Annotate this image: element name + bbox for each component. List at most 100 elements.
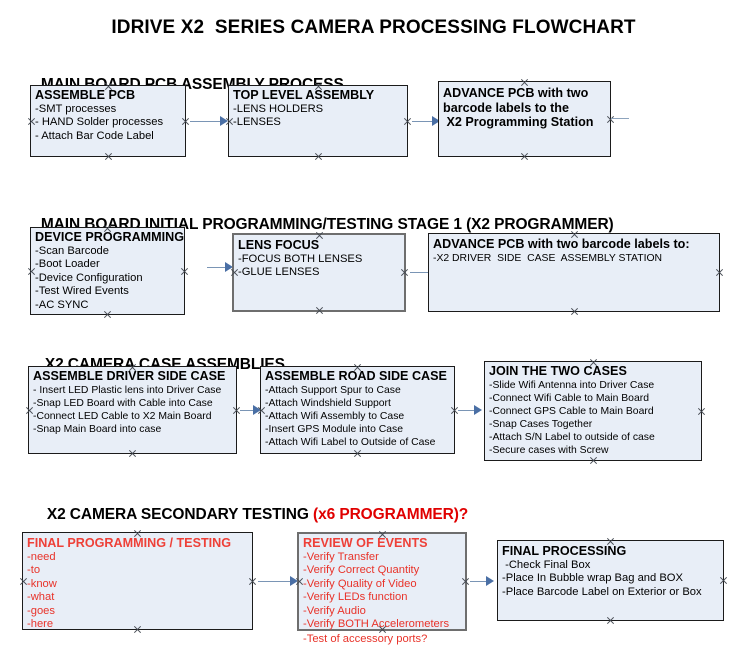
node-body: -Verify Transfer -Verify Correct Quantit… bbox=[303, 551, 463, 633]
node-line: -need bbox=[27, 550, 56, 563]
node-line: -Attach Windshield Support bbox=[265, 397, 391, 409]
node-device-programming[interactable]: DEVICE PROGRAMMING -Scan Barcode -Boot L… bbox=[30, 227, 185, 315]
node-title: ADVANCE PCB with two barcode labels to: bbox=[433, 237, 690, 251]
node-body: -SMT processes - HAND Solder processes -… bbox=[35, 103, 183, 144]
node-title: FINAL PROCESSING bbox=[502, 544, 627, 558]
node-line: -Test Wired Events bbox=[35, 285, 129, 298]
node-final-processing[interactable]: FINAL PROCESSING -Check Final Box -Place… bbox=[497, 540, 724, 621]
arrow-head-icon bbox=[486, 576, 494, 586]
node-title-line-3: X2 Programming Station bbox=[443, 115, 594, 129]
resize-handle-bottom[interactable] bbox=[315, 306, 324, 315]
node-line: -Secure cases with Screw bbox=[489, 444, 609, 456]
connector-assemble-pcb-to-top-level-assembly bbox=[190, 116, 228, 126]
connector-shaft bbox=[240, 409, 254, 412]
node-body: -X2 DRIVER SIDE CASE ASSEMBLY STATION bbox=[433, 252, 717, 265]
node-title: ASSEMBLE DRIVER SIDE CASE bbox=[33, 369, 226, 383]
node-line: -Connect GPS Cable to Main Board bbox=[489, 405, 654, 417]
node-line: -Verify Correct Quantity bbox=[303, 564, 420, 577]
node-advance-pcb-driver-side-case[interactable]: ADVANCE PCB with two barcode labels to: … bbox=[428, 233, 720, 312]
node-lens-focus[interactable]: LENS FOCUS -FOCUS BOTH LENSES -GLUE LENS… bbox=[232, 233, 406, 312]
node-join-the-two-cases[interactable]: JOIN THE TWO CASES -Slide Wifi Antenna i… bbox=[484, 361, 702, 461]
node-line: -Verify LEDs function bbox=[303, 591, 408, 604]
node-body: -Slide Wifi Antenna into Driver Case -Co… bbox=[489, 379, 699, 457]
node-advance-pcb-x2-programming-station[interactable]: ADVANCE PCB with two barcode labels to t… bbox=[438, 81, 611, 157]
node-line: -LENS HOLDERS bbox=[233, 102, 324, 115]
node-line: -SMT processes bbox=[35, 102, 117, 115]
section-heading-x2-camera-secondary-testing: X2 CAMERA SECONDARY TESTING (x6 PROGRAMM… bbox=[30, 488, 468, 542]
node-line: -Check Final Box bbox=[502, 558, 591, 571]
resize-handle-bottom[interactable] bbox=[589, 456, 598, 465]
node-body: -LENS HOLDERS -LENSES bbox=[233, 103, 405, 130]
node-line: -to bbox=[27, 564, 41, 577]
node-title: FINAL PROGRAMMING / TESTING bbox=[27, 536, 232, 550]
node-line: -Slide Wifi Antenna into Driver Case bbox=[489, 379, 655, 391]
node-line: -Device Configuration bbox=[35, 271, 143, 284]
node-assemble-driver-side-case[interactable]: ASSEMBLE DRIVER SIDE CASE - Insert LED P… bbox=[28, 366, 237, 454]
resize-handle-right[interactable] bbox=[715, 268, 724, 277]
node-line: -AC SYNC bbox=[35, 298, 89, 311]
arrow-head-icon bbox=[474, 405, 482, 415]
resize-handle-bottom[interactable] bbox=[314, 152, 323, 161]
node-line: -LENSES bbox=[233, 116, 281, 129]
node-line: -Attach S/N Label to outside of case bbox=[489, 431, 655, 443]
resize-handle-bottom[interactable] bbox=[128, 449, 137, 458]
node-title: DEVICE PROGRAMMING bbox=[35, 230, 185, 244]
resize-handle-bottom[interactable] bbox=[104, 152, 113, 161]
node-line: -Verify Transfer bbox=[303, 550, 379, 563]
connector-shaft bbox=[470, 580, 487, 583]
node-body: -Check Final Box -Place In Bubble wrap B… bbox=[502, 559, 721, 600]
node-line: -Place Barcode Label on Exterior or Box bbox=[502, 585, 702, 598]
connector-shaft bbox=[258, 580, 291, 583]
node-line: -Verify Audio bbox=[303, 604, 366, 617]
node-body: - Insert LED Plastic lens into Driver Ca… bbox=[33, 384, 234, 436]
page-title: IDRIVE X2 SERIES CAMERA PROCESSING FLOWC… bbox=[111, 17, 636, 38]
resize-handle-bottom[interactable] bbox=[520, 152, 529, 161]
node-assemble-pcb[interactable]: ASSEMBLE PCB -SMT processes - HAND Solde… bbox=[30, 85, 186, 157]
node-line: -Snap Cases Together bbox=[489, 418, 593, 430]
node-line: -Snap LED Board with Cable into Case bbox=[33, 397, 213, 409]
connector-stub bbox=[611, 118, 629, 120]
node-line: - HAND Solder processes bbox=[35, 116, 164, 129]
node-line: -Verify Quality of Video bbox=[303, 577, 417, 590]
node-title: JOIN THE TWO CASES bbox=[489, 364, 627, 378]
node-line: -Boot Loader bbox=[35, 258, 100, 271]
node-title: ASSEMBLE PCB bbox=[35, 88, 136, 102]
node-line: -Place In Bubble wrap Bag and BOX bbox=[502, 572, 683, 585]
section-heading-accent: (x6 PROGRAMMER)? bbox=[313, 506, 469, 523]
node-line: -Scan Barcode bbox=[35, 244, 110, 257]
node-assemble-road-side-case[interactable]: ASSEMBLE ROAD SIDE CASE -Attach Support … bbox=[260, 366, 455, 454]
connector-road-case-to-join-cases bbox=[458, 405, 482, 415]
connector-shaft bbox=[190, 120, 221, 123]
node-line: -what bbox=[27, 591, 55, 604]
node-line: -Insert GPS Module into Case bbox=[265, 423, 404, 435]
node-line: -X2 DRIVER SIDE CASE ASSEMBLY STATION bbox=[433, 252, 663, 264]
node-line: - Attach Bar Code Label bbox=[35, 129, 154, 142]
connector-device-programming-to-lens-focus bbox=[207, 262, 233, 272]
node-line: -know bbox=[27, 577, 57, 590]
resize-handle-bottom[interactable] bbox=[570, 307, 579, 316]
node-line: -here bbox=[27, 618, 54, 631]
connector-review-of-events-to-final-processing bbox=[470, 576, 494, 586]
resize-handle-bottom[interactable] bbox=[606, 616, 615, 625]
connector-shaft bbox=[458, 409, 475, 412]
node-line: -Connect LED Cable to X2 Main Board bbox=[33, 410, 212, 422]
node-line: - Insert LED Plastic lens into Driver Ca… bbox=[33, 384, 222, 396]
node-line: -Connect Wifi Cable to Main Board bbox=[489, 392, 649, 404]
connector-shaft bbox=[207, 266, 226, 269]
node-line: -Attach Wifi Assembly to Case bbox=[265, 410, 405, 422]
connector-shaft bbox=[412, 120, 433, 123]
node-top-level-assembly[interactable]: TOP LEVEL ASSEMBLY -LENS HOLDERS -LENSES bbox=[228, 85, 408, 157]
node-title-line-2: barcode labels to the bbox=[443, 100, 569, 115]
resize-handle-bottom[interactable] bbox=[353, 449, 362, 458]
node-line: -Attach Support Spur to Case bbox=[265, 384, 401, 396]
node-line: -FOCUS BOTH LENSES bbox=[238, 252, 363, 265]
node-body: -Attach Support Spur to Case -Attach Win… bbox=[265, 384, 452, 449]
node-line: -GLUE LENSES bbox=[238, 266, 320, 279]
node-line: -Attach Wifi Label to Outside of Case bbox=[265, 436, 436, 448]
node-body: -FOCUS BOTH LENSES -GLUE LENSES bbox=[238, 253, 402, 280]
node-title: ASSEMBLE ROAD SIDE CASE bbox=[265, 369, 447, 383]
node-review-of-events[interactable]: REVIEW OF EVENTS -Verify Transfer -Verif… bbox=[297, 532, 467, 645]
node-final-programming-testing[interactable]: FINAL PROGRAMMING / TESTING -need -to -k… bbox=[22, 532, 253, 630]
node-title: ADVANCE PCB with two bbox=[443, 86, 589, 100]
